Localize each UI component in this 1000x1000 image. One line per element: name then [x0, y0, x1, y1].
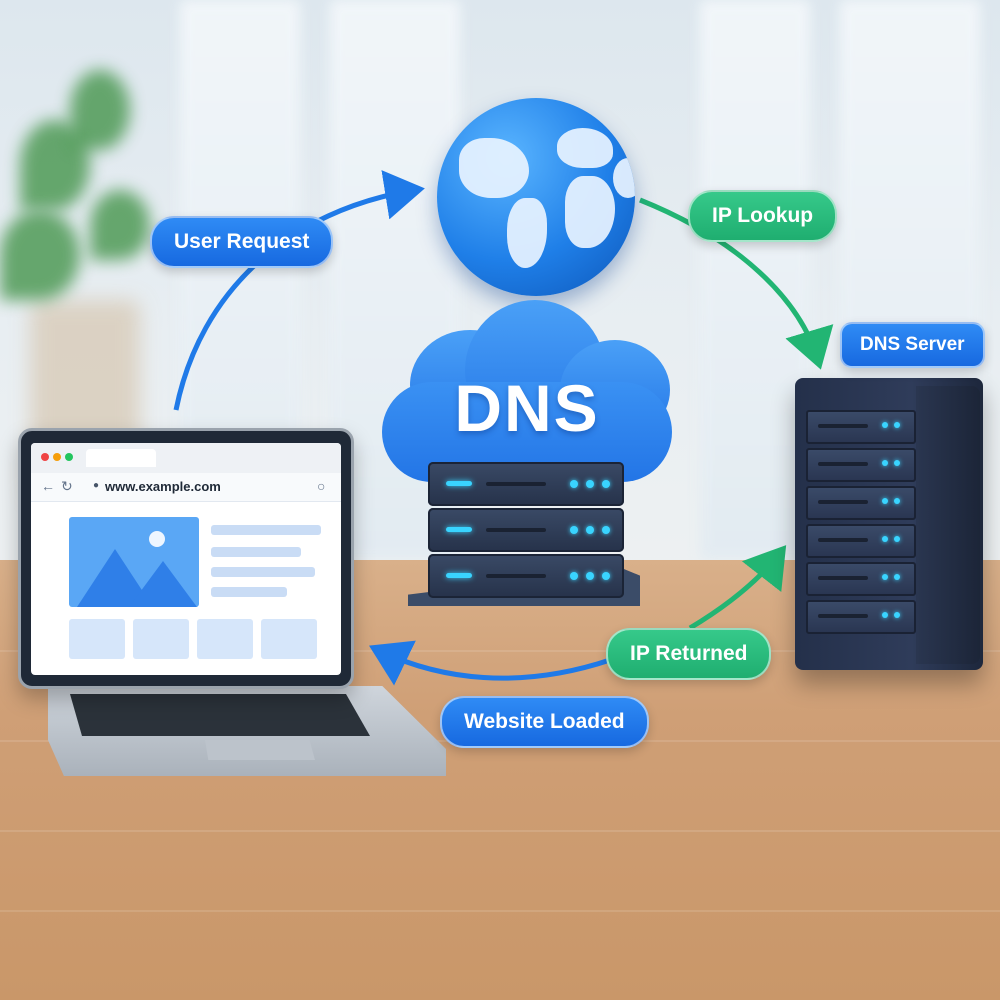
arrow-ip-returned — [688, 545, 787, 631]
dns-cloud-label: DNS — [454, 371, 600, 445]
arrow-ip-lookup — [639, 197, 834, 370]
label-dns-server: DNS Server — [840, 322, 985, 368]
label-ip-returned: IP Returned — [606, 628, 772, 680]
reload-icon[interactable]: ↻ — [61, 478, 73, 494]
label-website-loaded: Website Loaded — [440, 696, 649, 748]
image-placeholder-icon — [69, 517, 199, 607]
arrow-website-loaded — [368, 640, 611, 686]
text-placeholder — [211, 567, 315, 577]
browser-window: ← ↻ ● www.example.com ○ — [31, 443, 341, 675]
background-plant-leaf — [0, 210, 80, 300]
background-plant-leaf — [90, 190, 150, 260]
content-card — [133, 619, 189, 659]
laptop-trackpad — [205, 740, 315, 760]
laptop-keyboard — [70, 694, 370, 736]
content-card — [261, 619, 317, 659]
browser-menu-icon[interactable]: ○ — [317, 478, 326, 494]
text-placeholder — [211, 525, 321, 535]
text-placeholder — [211, 547, 301, 557]
label-ip-lookup: IP Lookup — [688, 190, 838, 242]
lock-icon: ● — [93, 480, 100, 491]
text-placeholder — [211, 587, 287, 597]
content-card — [69, 619, 125, 659]
background-window — [700, 0, 810, 560]
background-plant-leaf — [70, 70, 130, 150]
browser-url[interactable]: www.example.com — [105, 479, 221, 494]
laptop-screen: ← ↻ ● www.example.com ○ — [18, 428, 354, 689]
label-user-request: User Request — [150, 216, 334, 268]
browser-tab[interactable] — [86, 449, 156, 467]
globe-icon — [437, 98, 635, 296]
back-icon[interactable]: ← — [41, 478, 55, 494]
content-card — [197, 619, 253, 659]
address-bar[interactable]: ← ↻ ● www.example.com ○ — [31, 473, 341, 502]
browser-tab-bar — [31, 443, 341, 473]
